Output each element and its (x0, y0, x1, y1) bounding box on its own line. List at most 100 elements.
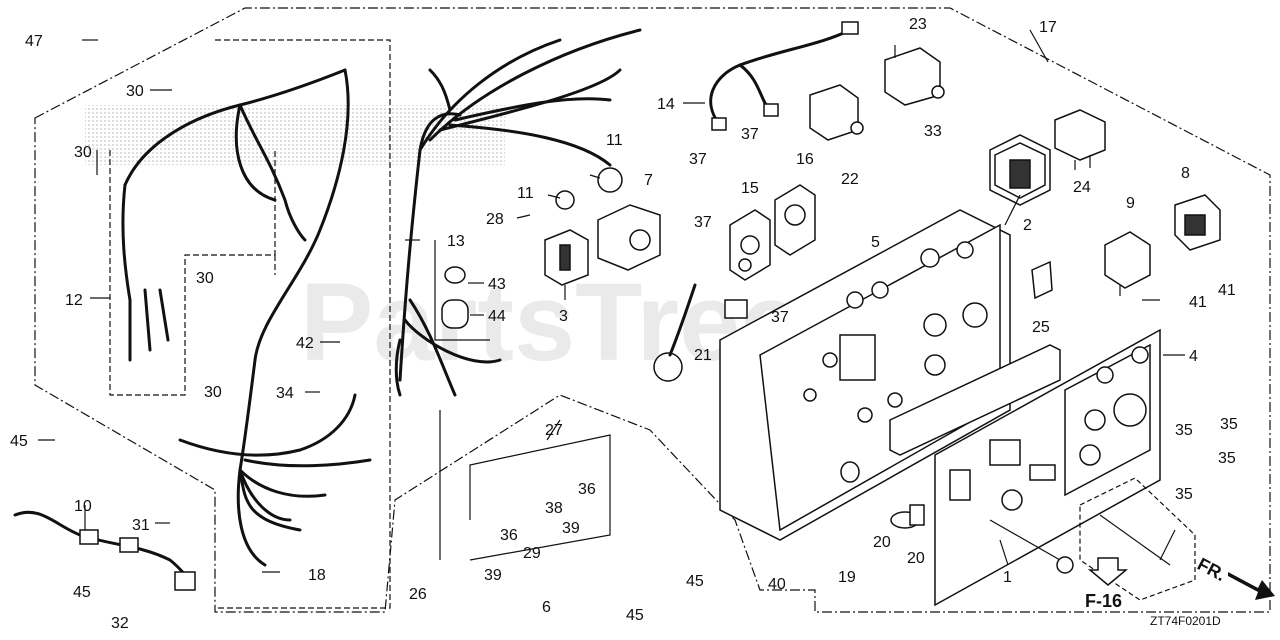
callout-20: 20 (873, 534, 891, 551)
callout-6: 6 (542, 599, 551, 616)
callout-27: 27 (545, 422, 563, 439)
cable-14 (709, 21, 859, 131)
callout-30: 30 (126, 83, 144, 100)
callout-13: 13 (447, 233, 465, 250)
callout-21: 21 (694, 347, 712, 364)
callout-45: 45 (73, 584, 91, 601)
callout-32: 32 (111, 615, 129, 632)
callout-4: 4 (1189, 348, 1198, 365)
part-25 (1031, 260, 1053, 300)
box-6 (469, 434, 611, 561)
direction-arrow-icon (1228, 572, 1275, 600)
callout-7: 7 (644, 172, 653, 189)
callout-41: 41 (1189, 294, 1207, 311)
callout-33: 33 (924, 123, 942, 140)
callout-30: 30 (204, 384, 222, 401)
callout-39: 39 (484, 567, 502, 584)
callout-41: 41 (1218, 282, 1236, 299)
callout-35: 35 (1220, 416, 1238, 433)
cable-10 (13, 510, 196, 591)
callout-25: 25 (1032, 319, 1050, 336)
callout-35: 35 (1175, 422, 1193, 439)
callout-11: 11 (517, 185, 534, 202)
callout-40: 40 (768, 576, 786, 593)
callout-30: 30 (196, 270, 214, 287)
callout-37: 37 (741, 126, 759, 143)
part-3 (544, 229, 589, 286)
direction-indicator: FR. (1194, 554, 1275, 600)
callout-45: 45 (686, 573, 704, 590)
control-box-5 (719, 209, 1011, 541)
callout-2: 2 (1023, 217, 1032, 234)
page-ref-label: F-16 (1085, 591, 1122, 611)
callout-35: 35 (1218, 450, 1236, 467)
face-panel-4 (934, 328, 1161, 607)
lower-harness-box (215, 39, 391, 609)
part-23-breaker (884, 45, 945, 106)
dashed-bolt-box (1079, 477, 1196, 601)
callout-14: 14 (657, 96, 675, 113)
part-43 (444, 266, 466, 284)
indicator-wire (668, 283, 697, 357)
callout-38: 38 (545, 500, 563, 517)
callout-35: 35 (1175, 486, 1193, 503)
lower-harness (178, 358, 372, 567)
callout-37: 37 (689, 151, 707, 168)
part-9 (1104, 231, 1151, 289)
part-8 (1174, 194, 1221, 251)
callout-17: 17 (1039, 19, 1057, 36)
callout-34: 34 (276, 385, 294, 402)
part-24-relay (1054, 109, 1106, 170)
callout-37: 37 (771, 309, 789, 326)
bracket-43-44 (434, 240, 490, 341)
diagram-code: ZT74F0201D (1150, 614, 1221, 628)
callout-3: 3 (559, 308, 568, 325)
callout-47: 47 (25, 33, 43, 50)
bolt-1 (989, 519, 1074, 574)
receptacle-16 (774, 184, 816, 256)
callout-39: 39 (562, 520, 580, 537)
callout-8: 8 (1181, 165, 1190, 182)
left-harness (121, 68, 350, 362)
callout-45: 45 (626, 607, 644, 624)
indicator (653, 352, 683, 382)
callout-37: 37 (694, 214, 712, 231)
callouts: 47 30 30 30 30 12 45 10 31 45 32 42 34 1… (10, 16, 1238, 632)
callout-9: 9 (1126, 195, 1135, 212)
part-20b (909, 504, 925, 526)
callout-23: 23 (909, 16, 927, 33)
callout-28: 28 (486, 211, 504, 228)
part-19 (840, 461, 860, 483)
callout-5: 5 (871, 234, 880, 251)
callout-20: 20 (907, 550, 925, 567)
callout-31: 31 (132, 517, 150, 534)
watermark: PartsTree (300, 261, 801, 384)
receptacle-15 (729, 209, 771, 281)
callout-36: 36 (578, 481, 596, 498)
part-44 (441, 299, 469, 329)
assembly-outline (34, 7, 1271, 613)
callout-16: 16 (796, 151, 814, 168)
callout-43: 43 (488, 276, 506, 293)
callout-11: 11 (606, 132, 623, 149)
harness-box (109, 150, 276, 396)
callout-29: 29 (523, 545, 541, 562)
part-22-breaker (809, 84, 864, 141)
callout-12: 12 (65, 292, 83, 309)
part-7 (597, 204, 661, 271)
direction-label: FR. (1194, 554, 1229, 585)
callout-44: 44 (488, 308, 506, 325)
part-2-transformer (989, 134, 1051, 206)
callout-10: 10 (74, 498, 92, 515)
callout-15: 15 (741, 180, 759, 197)
callout-45: 45 (10, 433, 28, 450)
part-21 (724, 299, 748, 319)
callout-1: 1 (1003, 569, 1012, 586)
callout-24: 24 (1073, 179, 1091, 196)
callout-42: 42 (296, 335, 314, 352)
callout-36: 36 (500, 527, 518, 544)
leader-lines (38, 29, 1185, 573)
callout-19: 19 (838, 569, 856, 586)
part-11-fittings (555, 167, 623, 210)
